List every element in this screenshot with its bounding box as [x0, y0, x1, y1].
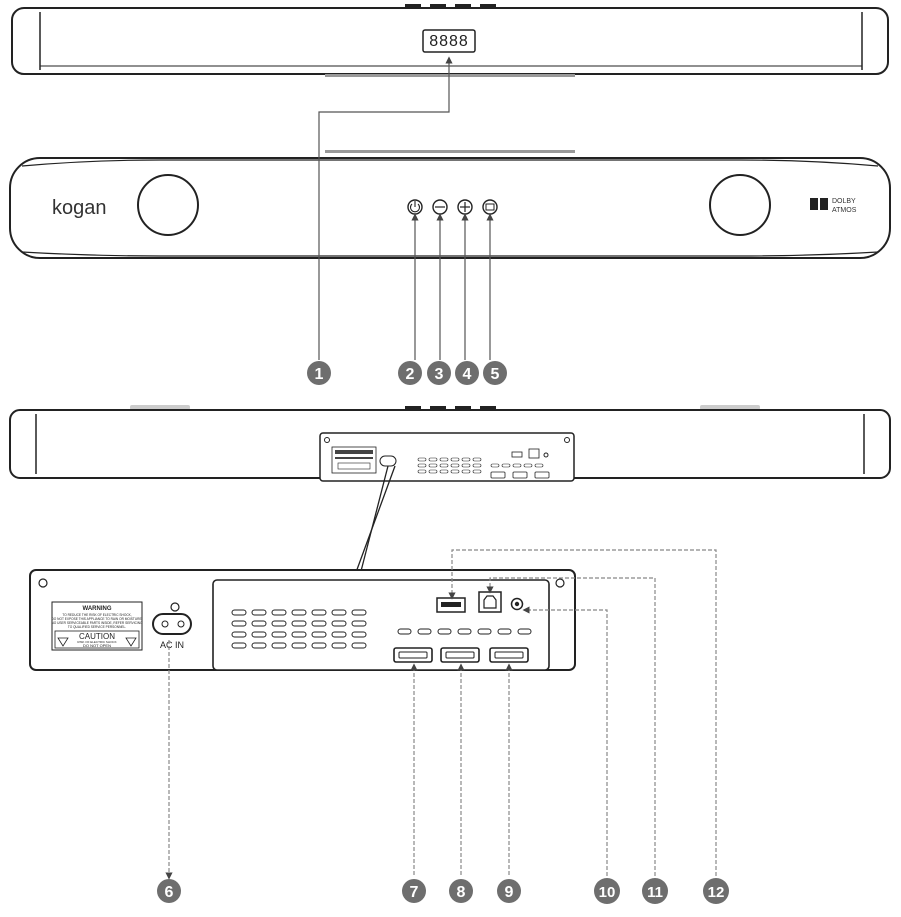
soundbar-front-view: kogan DOLBY ATMOS — [9, 150, 891, 259]
usb-port[interactable] — [436, 597, 466, 613]
svg-text:DO NOT OPEN: DO NOT OPEN — [83, 643, 111, 648]
callout-12: 12 — [703, 878, 729, 904]
aux-port[interactable] — [510, 597, 524, 611]
svg-text:TO REDUCE THE RISK OF ELECTRIC: TO REDUCE THE RISK OF ELECTRIC SHOCK, — [62, 613, 131, 617]
hdmi-port-2[interactable] — [440, 647, 480, 663]
warning-label: WARNING TO REDUCE THE RISK OF ELECTRIC S… — [51, 601, 143, 651]
svg-text:CAUTION: CAUTION — [79, 632, 115, 641]
callout-10: 10 — [594, 878, 620, 904]
power-icon — [409, 203, 421, 213]
ac-in-label: AC IN — [160, 640, 184, 650]
soundbar-top-view: 8888 — [11, 4, 889, 77]
callout-4: 4 — [455, 361, 479, 385]
brand-logo: kogan — [52, 197, 107, 219]
svg-text:5: 5 — [491, 366, 500, 383]
svg-text:ATMOS: ATMOS — [832, 207, 857, 214]
svg-text:9: 9 — [505, 884, 514, 901]
soundbar-rear-view — [9, 405, 891, 482]
svg-text:4: 4 — [463, 366, 472, 383]
callout-11: 11 — [642, 878, 668, 904]
svg-text:RISK OF ELECTRIC SHOCK: RISK OF ELECTRIC SHOCK — [77, 640, 116, 644]
callout-5: 5 — [483, 361, 507, 385]
svg-text:7: 7 — [410, 884, 419, 901]
small-vent-grid — [417, 457, 482, 474]
caution-warning-icon — [125, 637, 137, 647]
hdmi-port-3[interactable] — [489, 647, 529, 663]
svg-text:3: 3 — [435, 366, 444, 383]
source-icon — [485, 203, 495, 211]
rear-panel-zoom: WARNING TO REDUCE THE RISK OF ELECTRIC S… — [29, 569, 576, 671]
svg-text:11: 11 — [647, 884, 663, 901]
callout-2: 2 — [398, 361, 422, 385]
svg-text:10: 10 — [599, 884, 616, 901]
svg-text:NO USER SERVICEABLE PARTS INSI: NO USER SERVICEABLE PARTS INSIDE, REFER … — [51, 621, 143, 625]
source-button[interactable] — [482, 199, 498, 215]
hdmi-port-1[interactable] — [393, 647, 433, 663]
svg-text:8: 8 — [457, 884, 466, 901]
svg-text:2: 2 — [406, 366, 415, 383]
vent-grid — [231, 609, 532, 649]
volume-up-button[interactable] — [457, 199, 473, 215]
svg-text:TO QUALIFIED SERVICE PERSONNEL: TO QUALIFIED SERVICE PERSONNEL. — [68, 625, 126, 629]
volume-down-button[interactable] — [432, 199, 448, 215]
callout-6: 6 — [157, 879, 181, 903]
optical-port[interactable] — [478, 591, 502, 613]
dolby-atmos-logo: DOLBY ATMOS — [810, 198, 857, 214]
svg-text:DOLBY: DOLBY — [832, 198, 856, 205]
svg-text:DO NOT EXPOSE THIS APPLIANCE T: DO NOT EXPOSE THIS APPLIANCE TO RAIN OR … — [52, 617, 143, 621]
left-speaker-grille — [137, 174, 199, 236]
display-digits: 8888 — [429, 33, 469, 50]
ground-icon — [170, 602, 180, 612]
right-speaker-grille — [709, 174, 771, 236]
power-button[interactable] — [407, 199, 423, 215]
callout-7: 7 — [402, 879, 426, 903]
callout-leaders — [165, 56, 717, 880]
svg-text:1: 1 — [315, 366, 324, 383]
svg-text:12: 12 — [708, 884, 725, 901]
callout-9: 9 — [497, 879, 521, 903]
callout-1: 1 — [307, 361, 331, 385]
ac-in-socket[interactable]: AC IN — [152, 602, 192, 650]
callout-8: 8 — [449, 879, 473, 903]
svg-text:6: 6 — [165, 884, 174, 901]
callout-numbers: 1 2 3 4 5 6 7 8 — [157, 361, 729, 904]
callout-3: 3 — [427, 361, 451, 385]
svg-text:WARNING: WARNING — [83, 606, 112, 612]
led-display: 8888 — [422, 29, 476, 53]
shock-warning-icon — [57, 637, 69, 647]
